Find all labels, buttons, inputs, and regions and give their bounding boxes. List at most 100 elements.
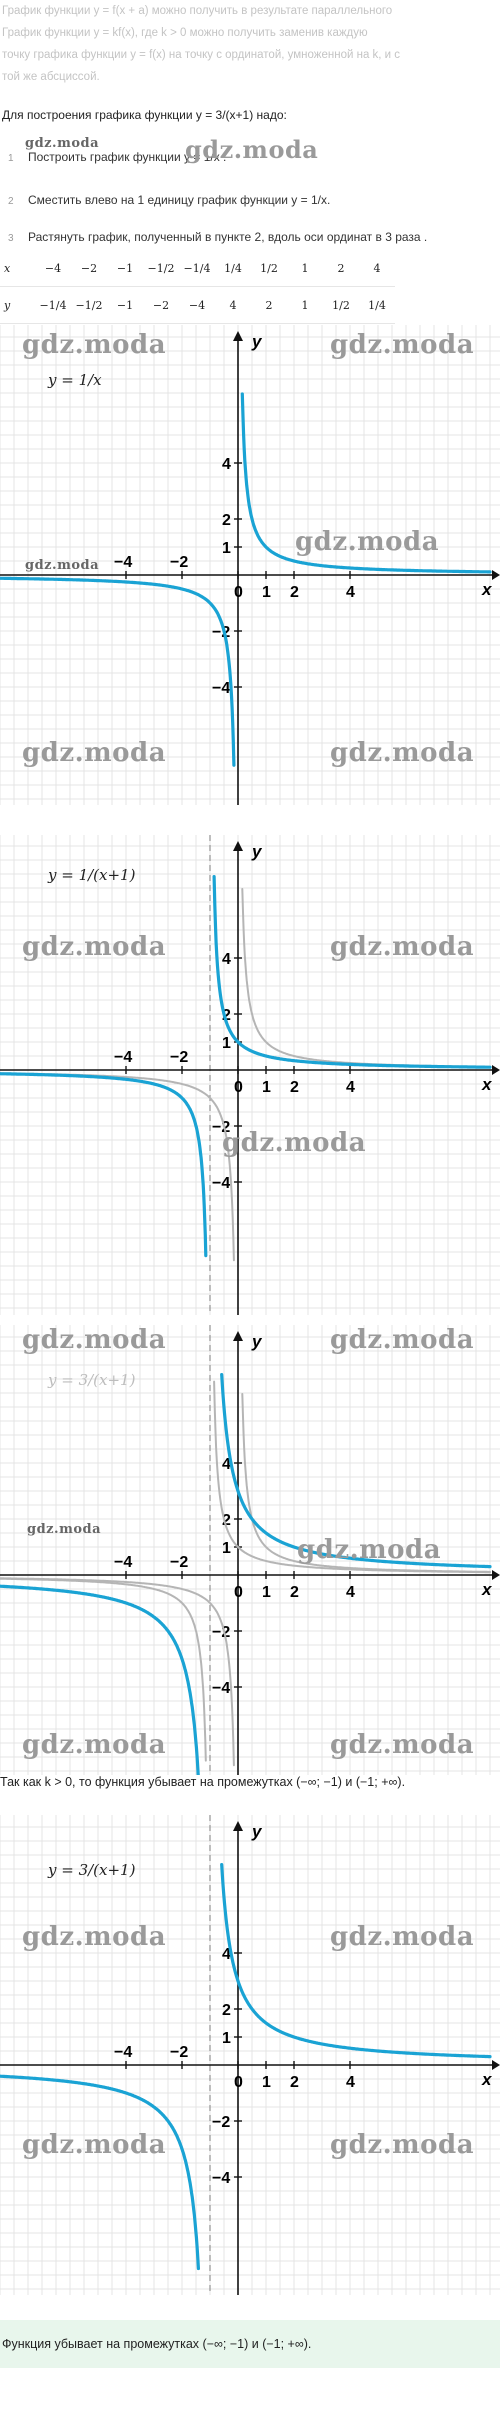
watermark: gdz.moda <box>297 1535 442 1565</box>
table-cell: −1/4 <box>179 250 215 287</box>
x-tick-label: 2 <box>290 584 299 601</box>
formula-label: y = 1/(x+1) <box>47 866 136 884</box>
step-number: 2 <box>8 196 14 207</box>
x-tick-label: 0 <box>234 584 243 601</box>
step-text: Растянуть график, полученный в пункте 2,… <box>28 230 428 244</box>
intro-line: График функции y = kf(x), где k > 0 можн… <box>2 27 368 39</box>
watermark: gdz.moda <box>295 527 440 557</box>
curve-left-branch <box>0 576 236 767</box>
watermark: gdz.moda <box>22 932 167 962</box>
x-tick-label: 1 <box>262 584 271 601</box>
step-text: Сместить влево на 1 единицу график функц… <box>28 193 331 207</box>
table-cell: 2 <box>323 250 359 287</box>
y-axis-label: y <box>251 842 263 861</box>
x-tick-label: −4 <box>114 2044 132 2061</box>
y-tick-label: −4 <box>212 1175 230 1192</box>
intro-line: точку графика функции y = f(x) на точку … <box>2 49 401 61</box>
y-tick-label: −2 <box>212 2114 230 2131</box>
grid <box>0 325 500 805</box>
x-tick-label: 0 <box>234 1584 243 1601</box>
table-cell: −2 <box>71 250 107 287</box>
table-header: x <box>0 250 35 287</box>
x-tick-label: 2 <box>290 2074 299 2091</box>
y-tick-label: 1 <box>222 1035 231 1052</box>
x-tick-label: 4 <box>346 1584 355 1601</box>
table-cell: 1 <box>287 250 323 287</box>
grid <box>0 1325 500 1775</box>
x-tick-label: −2 <box>170 1049 188 1066</box>
x-tick-label: 1 <box>262 2074 271 2091</box>
y-tick-label: 2 <box>222 512 231 529</box>
formula-label: y = 1/x <box>47 371 102 389</box>
x-tick-label: −2 <box>170 1554 188 1571</box>
y-axis-arrow <box>233 331 243 341</box>
x-axis-label: x <box>481 580 493 599</box>
step-3: 3 Растянуть график, полученный в пункте 2… <box>8 230 427 244</box>
watermark: gdz.moda <box>25 136 100 151</box>
y-tick-label: 1 <box>222 2030 231 2047</box>
curve-left-branch <box>0 1577 207 1762</box>
watermark: gdz.moda <box>222 1128 367 1158</box>
watermark: gdz.moda <box>330 1325 475 1355</box>
table-cell: 2 <box>251 286 287 324</box>
table-cell: −4 <box>35 250 71 287</box>
y-tick-label: 1 <box>222 540 231 557</box>
table-cell: 4 <box>359 250 395 287</box>
curve-left-branch <box>0 1584 200 1775</box>
intro-line: График функции y = f(x + a) можно получи… <box>2 5 393 17</box>
step-text: Построить график функции y = 1/x . <box>28 150 227 164</box>
x-tick-label: 2 <box>290 1584 299 1601</box>
step-number: 3 <box>8 233 14 244</box>
watermark: gdz.moda <box>22 1730 167 1760</box>
table-cell: 1/4 <box>359 286 395 324</box>
x-tick-label: 4 <box>346 1079 355 1096</box>
table-cell: −4 <box>179 286 215 324</box>
x-tick-label: 1 <box>262 1584 271 1601</box>
x-axis-arrow <box>492 570 500 580</box>
grid <box>0 1815 500 2295</box>
y-tick-label: 4 <box>222 456 231 473</box>
y-axis-label: y <box>251 332 263 351</box>
table-cell: 1/4 <box>215 250 251 287</box>
x-tick-label: 4 <box>346 2074 355 2091</box>
intro-line: той же абсциссой. <box>2 71 100 83</box>
x-tick-label: 2 <box>290 1079 299 1096</box>
y-tick-label: 4 <box>222 1946 231 1963</box>
curve-right-branch <box>213 1380 491 1574</box>
table-cell: −1/4 <box>35 286 71 324</box>
x-axis-label: x <box>481 1580 493 1599</box>
x-tick-label: −4 <box>114 554 132 571</box>
table-cell: 1 <box>287 286 323 324</box>
table-cell: 1/2 <box>251 250 287 287</box>
curve-right-branch <box>212 875 492 1069</box>
x-tick-label: 0 <box>234 2074 243 2091</box>
watermark: gdz.moda <box>27 1522 102 1537</box>
x-tick-label: −4 <box>114 1554 132 1571</box>
lead-text: Для построения графика функции y = 3/(x+… <box>2 108 287 122</box>
y-axis-label: y <box>251 1822 263 1841</box>
y-tick-label: −2 <box>212 1624 230 1641</box>
curve-right-branch <box>240 392 492 574</box>
x-axis-arrow <box>492 1570 500 1580</box>
y-tick-label: 2 <box>222 2002 231 2019</box>
x-axis-arrow <box>492 2060 500 2070</box>
table-cell: 1/2 <box>323 286 359 324</box>
y-tick-label: −4 <box>212 1680 230 1697</box>
y-axis-arrow <box>233 1821 243 1831</box>
x-axis-label: x <box>481 1075 493 1094</box>
watermark: gdz.moda <box>330 1730 475 1760</box>
values-table: x −4 −2 −1 −1/2 −1/4 1/4 1/2 1 2 4 y −1/… <box>0 250 395 324</box>
curve-left-branch <box>0 2074 200 2271</box>
curve-right-branch <box>220 1373 492 1569</box>
table-cell: −1 <box>107 286 143 324</box>
curve-left-branch <box>0 1072 235 1262</box>
watermark: gdz.moda <box>330 330 475 360</box>
x-tick-label: 0 <box>234 1079 243 1096</box>
table-row-x: x −4 −2 −1 −1/2 −1/4 1/4 1/2 1 2 4 <box>0 250 395 287</box>
